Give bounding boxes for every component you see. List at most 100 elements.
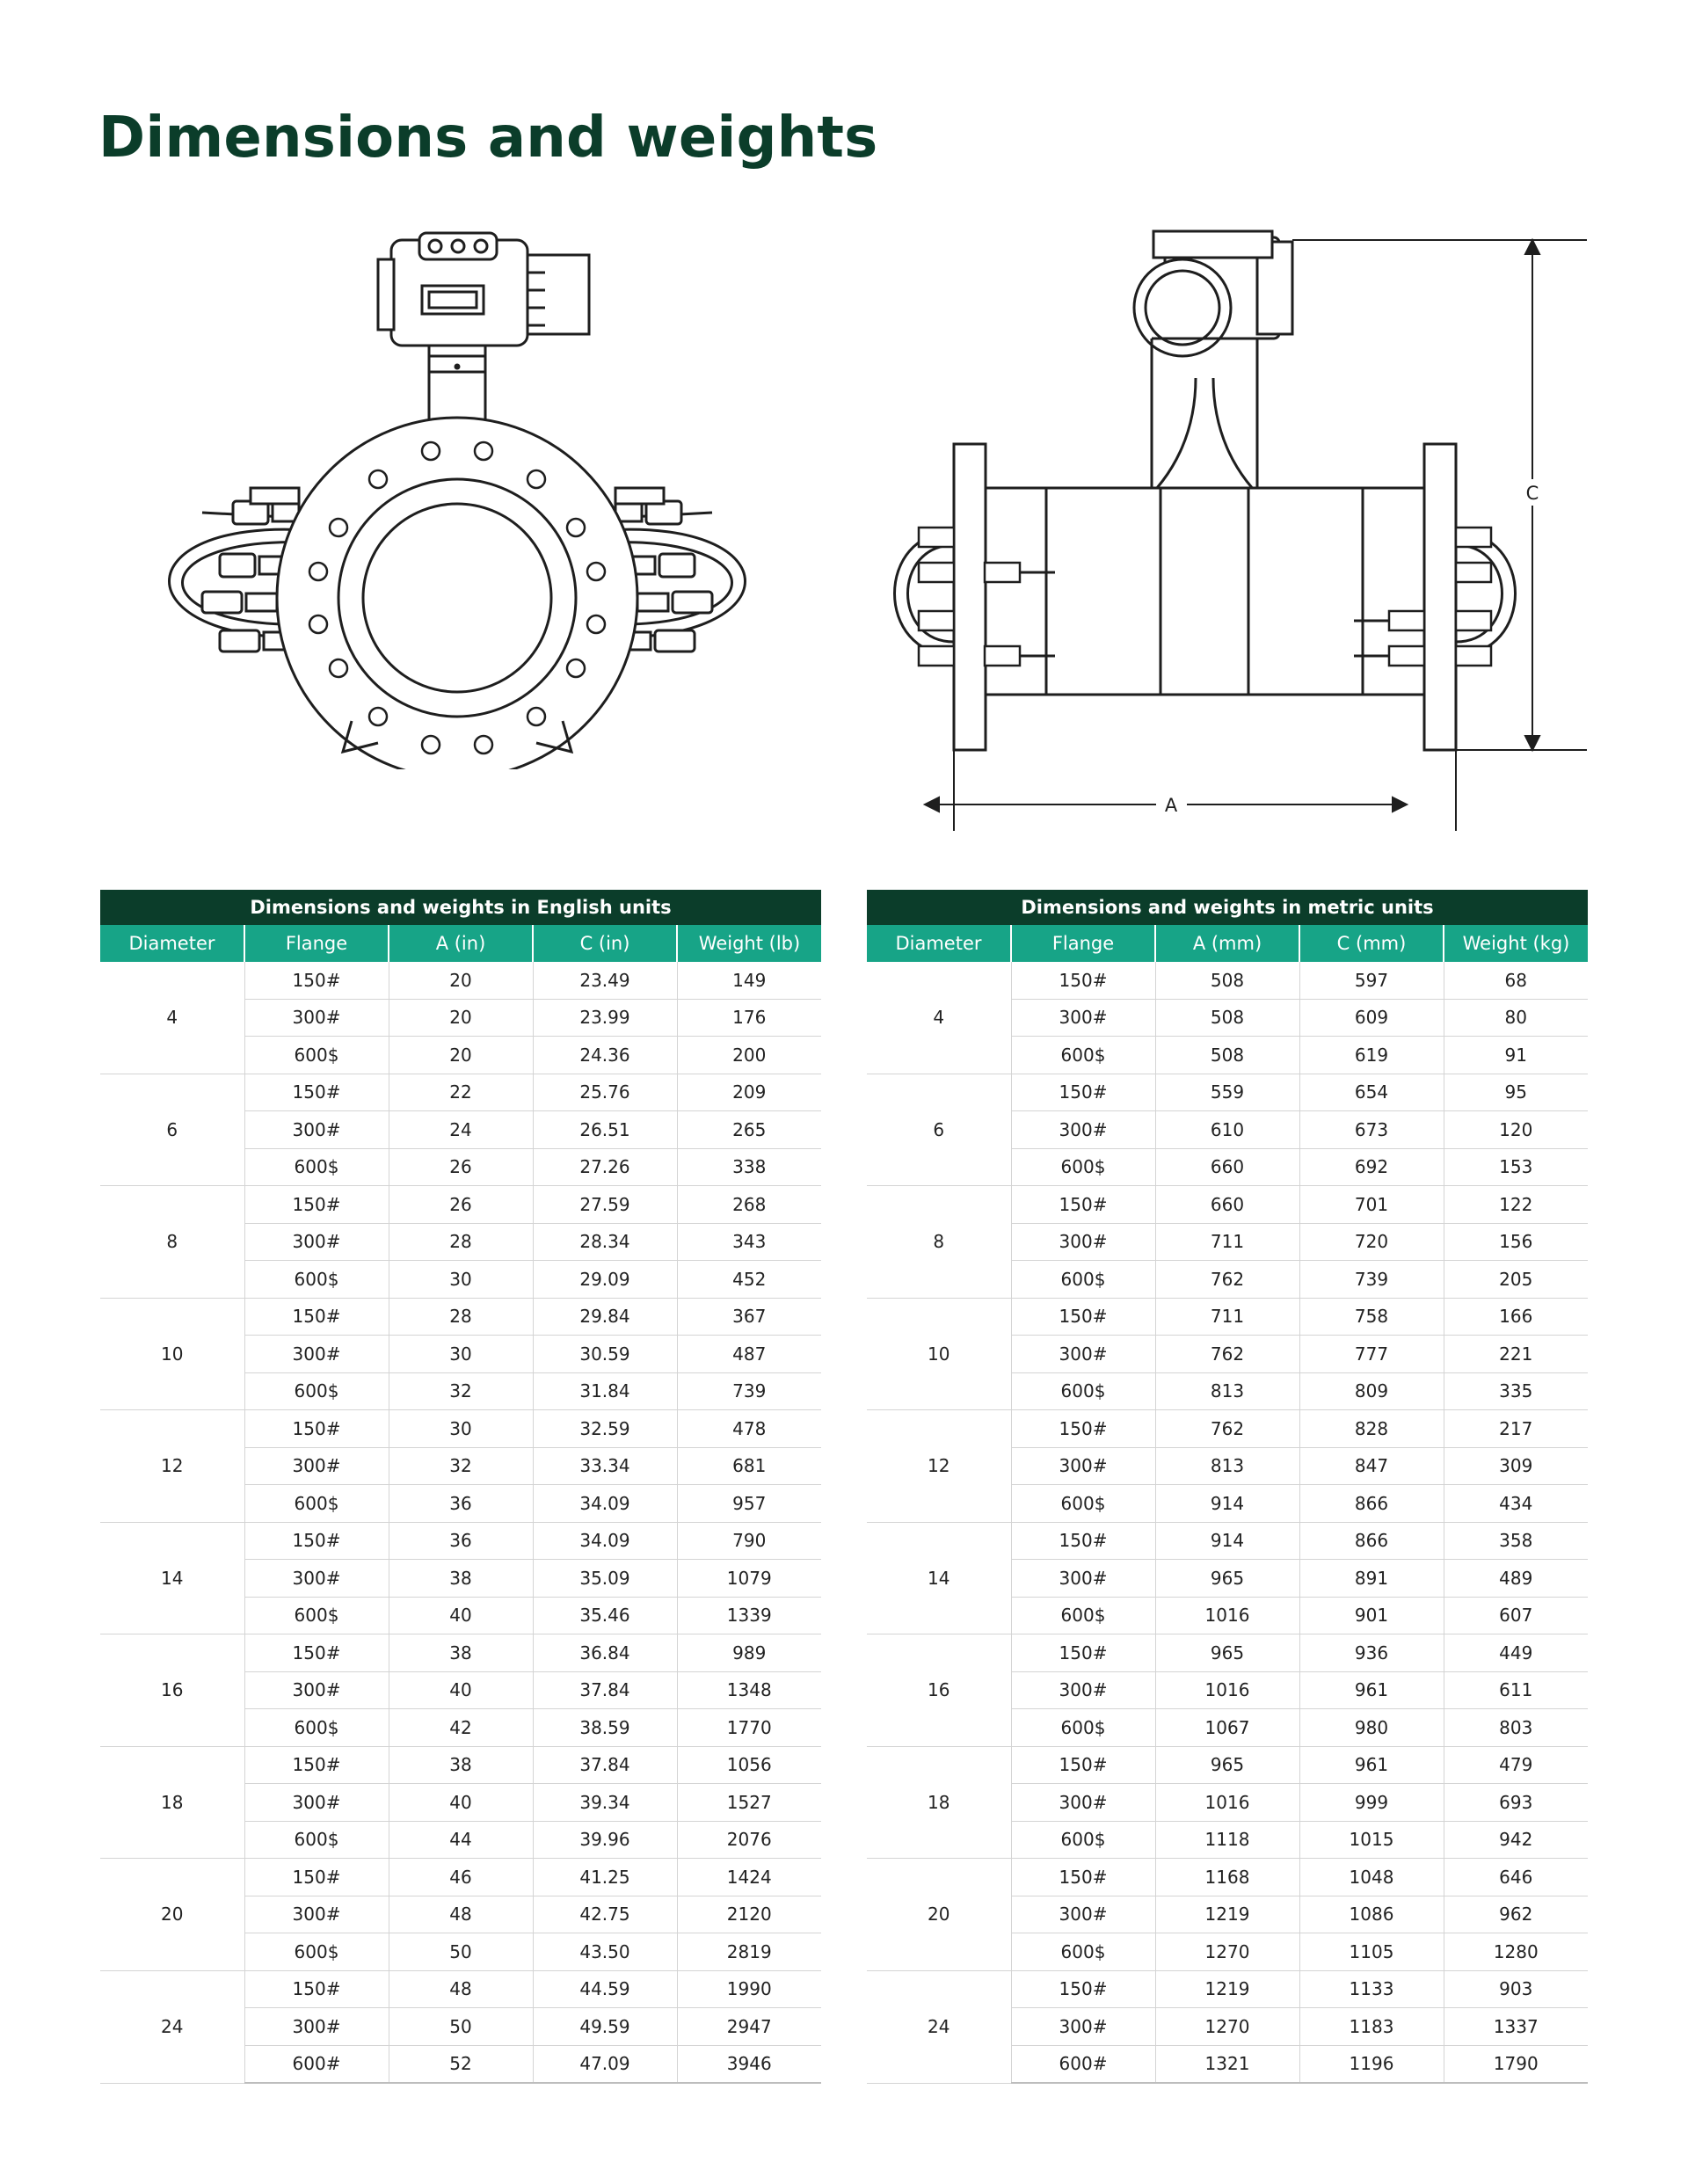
flange-cell: 300# [244,1896,389,1933]
c-cell: 23.49 [532,962,677,1000]
diameter-cell: 12 [867,1409,1011,1523]
flange-cell: 150# [1010,1634,1155,1672]
flange-cell: 150# [244,1185,389,1224]
a-cell: 1118 [1154,1821,1299,1859]
c-cell: 720 [1299,1223,1444,1261]
c-cell: 901 [1299,1597,1444,1634]
a-cell: 20 [388,962,533,1000]
weight-cell: 790 [676,1522,821,1560]
a-cell: 660 [1154,1185,1299,1224]
weight-cell: 176 [676,999,821,1037]
weight-cell: 3946 [676,2045,821,2084]
flange-cell: 150# [1010,1074,1155,1111]
flange-cell: 150# [1010,962,1155,1000]
c-cell: 1086 [1299,1896,1444,1933]
c-cell: 41.25 [532,1858,677,1896]
c-cell: 47.09 [532,2045,677,2084]
c-cell: 891 [1299,1559,1444,1598]
a-cell: 28 [388,1298,533,1336]
weight-cell: 205 [1443,1260,1588,1299]
weight-cell: 681 [676,1447,821,1485]
a-cell: 20 [388,1036,533,1074]
flange-cell: 150# [1010,1970,1155,2008]
flange-cell: 150# [244,1409,389,1448]
weight-cell: 1990 [676,1970,821,2008]
flange-cell: 600$ [244,1597,389,1634]
a-cell: 1270 [1154,1933,1299,1971]
column-header-a: A (mm) [1154,925,1299,962]
meter-front-view-drawing [88,224,826,769]
weight-cell: 1056 [676,1746,821,1784]
weight-cell: 156 [1443,1223,1588,1261]
c-cell: 25.76 [532,1074,677,1111]
flange-cell: 600$ [1010,1372,1155,1410]
c-cell: 49.59 [532,2007,677,2046]
weight-cell: 221 [1443,1335,1588,1373]
flange-cell: 600$ [244,1372,389,1410]
a-cell: 52 [388,2045,533,2084]
column-header-c: C (in) [532,925,677,962]
a-cell: 50 [388,2007,533,2046]
a-cell: 508 [1154,962,1299,1000]
c-cell: 27.26 [532,1148,677,1186]
c-cell: 597 [1299,962,1444,1000]
c-cell: 43.50 [532,1933,677,1971]
diameter-cell: 12 [100,1409,244,1523]
c-cell: 1048 [1299,1858,1444,1896]
weight-cell: 479 [1443,1746,1588,1784]
diameter-cell: 6 [867,1074,1011,1186]
flange-cell: 300# [1010,1783,1155,1822]
a-cell: 965 [1154,1634,1299,1672]
weight-cell: 1337 [1443,2007,1588,2046]
weight-cell: 646 [1443,1858,1588,1896]
c-cell: 44.59 [532,1970,677,2008]
column-header-flange: Flange [1010,925,1155,962]
weight-cell: 338 [676,1148,821,1186]
flange-cell: 600$ [1010,1484,1155,1523]
flange-cell: 600$ [1010,1148,1155,1186]
a-cell: 36 [388,1522,533,1560]
c-cell: 847 [1299,1447,1444,1485]
flange-cell: 300# [1010,1447,1155,1485]
a-cell: 24 [388,1110,533,1149]
a-cell: 30 [388,1260,533,1299]
c-cell: 36.84 [532,1634,677,1672]
flange-cell: 600$ [244,1708,389,1747]
a-cell: 38 [388,1634,533,1672]
flange-cell: 150# [244,962,389,1000]
c-cell: 961 [1299,1746,1444,1784]
flange-cell: 150# [244,1298,389,1336]
c-cell: 32.59 [532,1409,677,1448]
c-cell: 31.84 [532,1372,677,1410]
flange-cell: 600$ [1010,1708,1155,1747]
weight-cell: 1339 [676,1597,821,1634]
weight-cell: 91 [1443,1036,1588,1074]
flange-cell: 600$ [1010,1597,1155,1634]
diameter-cell: 8 [100,1185,244,1299]
c-cell: 35.46 [532,1597,677,1634]
diameter-cell: 20 [867,1858,1011,1971]
a-cell: 762 [1154,1409,1299,1448]
flange-cell: 300# [1010,1223,1155,1261]
c-cell: 1196 [1299,2045,1444,2084]
a-cell: 1321 [1154,2045,1299,2084]
weight-cell: 1770 [676,1708,821,1747]
c-cell: 29.84 [532,1298,677,1336]
weight-cell: 68 [1443,962,1588,1000]
